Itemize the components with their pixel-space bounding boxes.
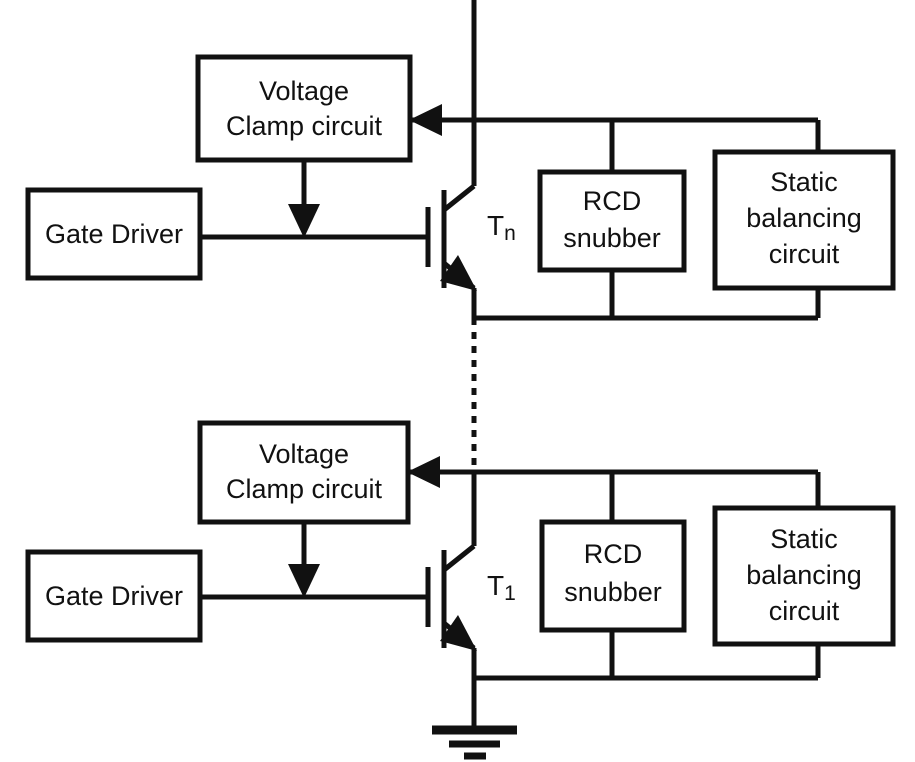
lower-voltage-clamp-label-line2: Clamp circuit: [226, 474, 383, 504]
upper-device-label: Tn: [487, 210, 516, 244]
upper-rcd-snubber-label-line1: RCD: [583, 186, 642, 216]
upper-static-balancing-label-line2: balancing: [746, 203, 862, 233]
upper-static-balancing-box[interactable]: [712, 149, 896, 291]
upper-igbt-emitter-arrow-icon: [440, 255, 477, 291]
lower-igbt-emitter-arrow-icon: [440, 615, 477, 651]
upper-static-balancing-label-line3: circuit: [769, 239, 840, 269]
lower-clamp-down-arrow-icon: [288, 564, 320, 598]
upper-rcd-snubber-box[interactable]: [537, 169, 687, 273]
lower-gate-driver-box[interactable]: [25, 549, 203, 643]
upper-voltage-clamp-label-line1: Voltage: [259, 76, 349, 106]
lower-static-balancing-label-line3: circuit: [769, 596, 840, 626]
lower-static-balancing-box[interactable]: [712, 505, 896, 647]
upper-static-balancing-label-line1: Static: [770, 167, 838, 197]
upper-rcd-snubber-label-line2: snubber: [563, 223, 661, 253]
lower-static-balancing-label-line2: balancing: [746, 560, 862, 590]
upper-voltage-clamp-label-line2: Clamp circuit: [226, 111, 383, 141]
upper-igbt-collector-lead: [442, 184, 476, 212]
lower-rcd-snubber-label-line2: snubber: [564, 577, 662, 607]
lower-rcd-snubber-label-line1: RCD: [584, 539, 643, 569]
lower-static-balancing-label-line1: Static: [770, 524, 838, 554]
upper-gate-driver-label: Gate Driver: [45, 219, 183, 249]
lower-device-label: T1: [487, 570, 516, 604]
upper-gate-driver-box[interactable]: [25, 187, 203, 281]
lower-voltage-clamp-box[interactable]: [197, 420, 411, 525]
lower-voltage-clamp-label-line1: Voltage: [259, 439, 349, 469]
upper-clamp-down-arrow-icon: [288, 204, 320, 238]
lower-igbt-collector-lead: [442, 544, 476, 572]
upper-voltage-clamp-box[interactable]: [195, 54, 413, 163]
lower-clamp-arrow-icon: [407, 456, 440, 488]
upper-clamp-arrow-icon: [409, 104, 442, 136]
lower-rcd-snubber-box[interactable]: [539, 519, 687, 633]
lower-gate-driver-label: Gate Driver: [45, 581, 183, 611]
